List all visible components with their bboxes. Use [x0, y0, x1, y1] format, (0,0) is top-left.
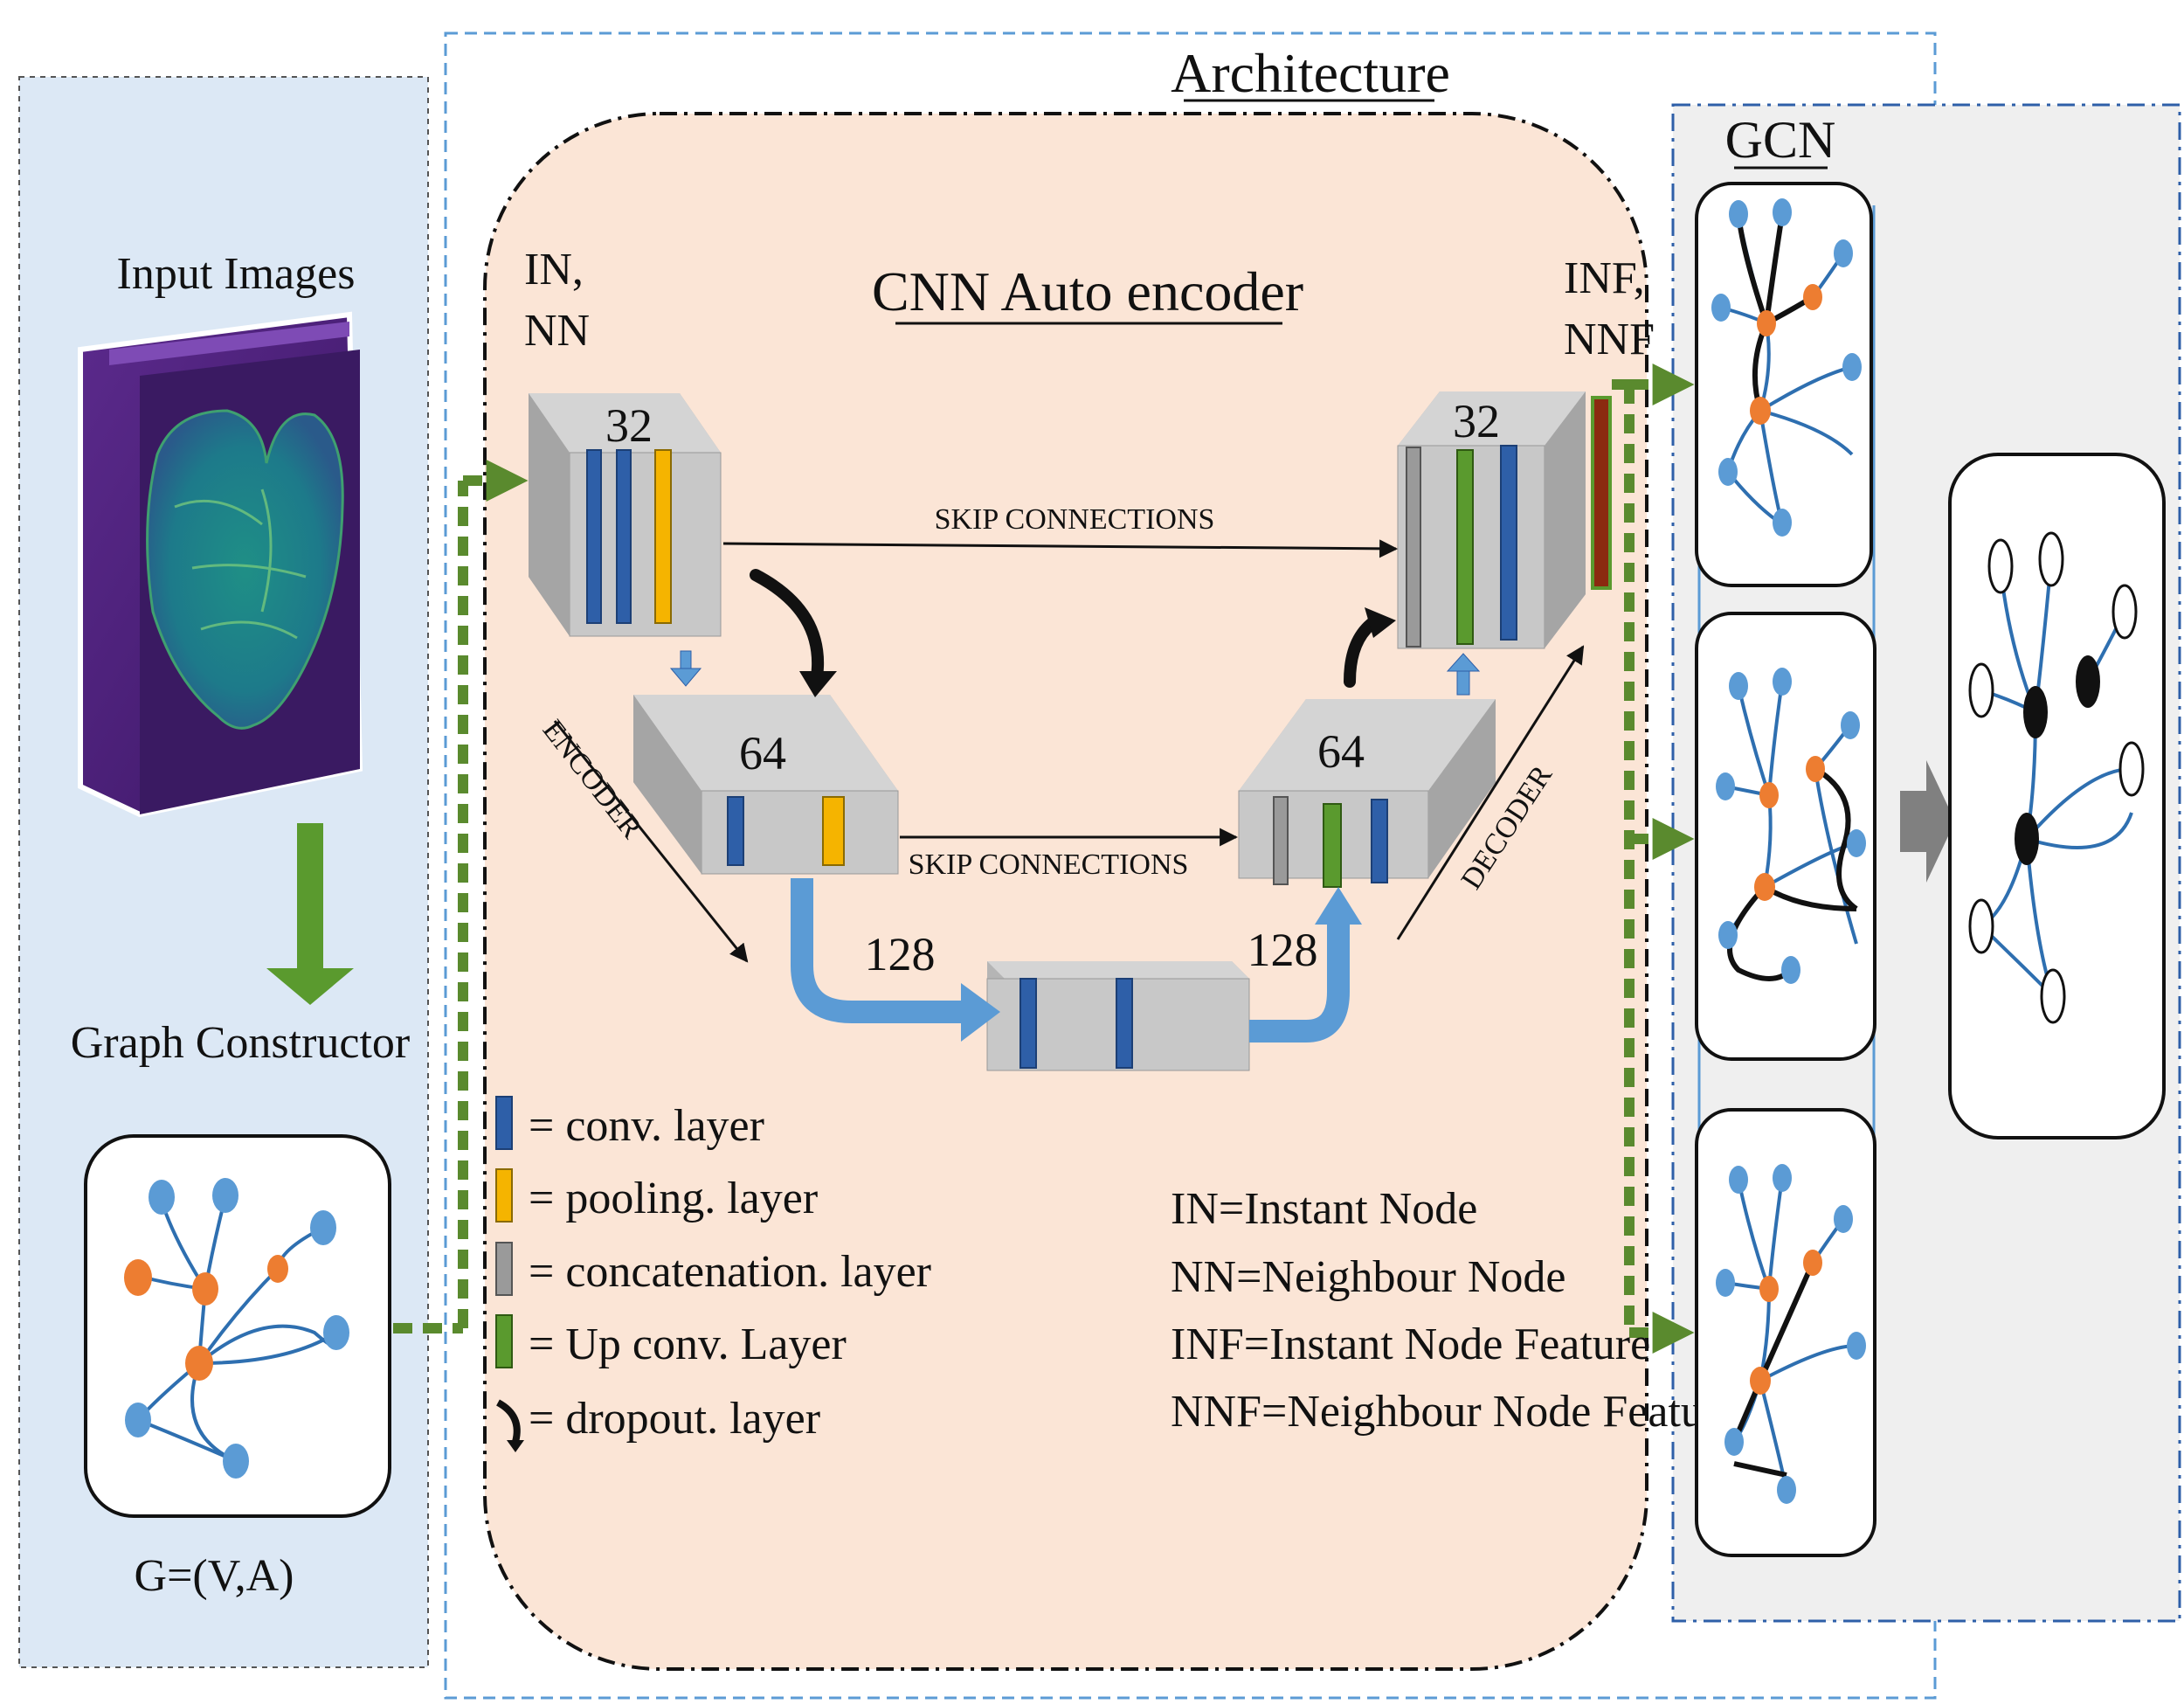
skip-connection-top-label: SKIP CONNECTIONS: [935, 503, 1215, 536]
conv-layer: [1116, 978, 1133, 1069]
graph-formula: G=(V,A): [135, 1551, 294, 1601]
bottleneck-size-right: 128: [1248, 924, 1318, 976]
brain-scan-image: [146, 409, 344, 730]
gcn-graph-3: [1695, 1108, 1876, 1557]
skip-connection-mid-label: SKIP CONNECTIONS: [909, 849, 1189, 881]
conv-layer: [727, 796, 744, 866]
decoder-block-32: 32: [1397, 391, 1612, 649]
pooling-layer: [654, 449, 672, 624]
abbr-nn: NN=Neighbour Node: [1171, 1252, 1565, 1302]
legend-pool-label: = pooling. layer: [529, 1174, 818, 1223]
legend-pool-swatch: [495, 1168, 513, 1223]
encoder-block-64: 64: [633, 695, 899, 875]
up-flow-arrow: [1249, 922, 1350, 1042]
upconv-layer: [1456, 449, 1474, 645]
skip-connection-top-arrow: [722, 539, 1399, 558]
abbr-in: IN=Instant Node: [1171, 1184, 1477, 1234]
down-flow-arrow: [791, 878, 965, 1023]
dropout-arrow-encoder: [750, 569, 825, 683]
encoder-block-32: 32: [529, 393, 722, 637]
gcn-title: GCN: [1725, 111, 1836, 169]
cnn-title: CNN Auto encoder: [872, 260, 1303, 322]
gcn-graph-1: [1695, 182, 1873, 587]
graph-node: [267, 1255, 288, 1283]
legend-conv-label: = conv. layer: [529, 1101, 764, 1151]
legend-concat-swatch: [495, 1242, 513, 1296]
encoder-arrow: [553, 720, 749, 963]
graph-node: [310, 1210, 336, 1245]
output-graph: [1948, 453, 2166, 1139]
input-images-title: Input Images: [117, 249, 356, 299]
bottleneck-block-128: [986, 961, 1250, 1071]
bottleneck-size-left: 128: [865, 928, 936, 980]
nnf-label: NNF: [1564, 315, 1655, 364]
legend-dropout-swatch: [495, 1399, 521, 1444]
in-label: IN,: [524, 245, 584, 294]
decoder-block-64: 64: [1238, 699, 1496, 888]
graph-node: [223, 1444, 249, 1479]
cnn-autoencoder-panel: [483, 112, 1648, 1671]
pooling-layer: [822, 796, 845, 866]
graph-node: [125, 1403, 151, 1437]
gcn-graph-2: [1695, 612, 1876, 1061]
graph-node: [185, 1346, 213, 1381]
input-graph-nodes: [124, 1178, 349, 1479]
dropout-arrowhead-decoder: [1365, 607, 1396, 638]
down-flow-arrowhead: [961, 983, 1000, 1042]
architecture-title: Architecture: [1171, 42, 1450, 104]
block1-size: 32: [605, 399, 653, 452]
legend: = conv. layer = pooling. layer = concate…: [495, 1096, 931, 1452]
legend-conv-swatch: [495, 1096, 513, 1150]
up-flow-arrowhead: [1315, 887, 1362, 925]
graph-node: [149, 1180, 175, 1215]
decoder-arrow: [1396, 645, 1585, 940]
legend-upconv-label: = Up conv. Layer: [529, 1320, 847, 1369]
up-arrow-small: [1446, 653, 1481, 696]
conv-layer: [1371, 799, 1388, 883]
dropout-arrowhead-encoder: [799, 671, 837, 697]
abbr-nnf: NNF=Neighbour Node Feature: [1171, 1387, 1738, 1437]
graph-node: [192, 1272, 218, 1306]
output-feature-layer: [1591, 396, 1612, 590]
legend-dropout-label: = dropout. layer: [529, 1394, 820, 1444]
legend-upconv-swatch: [495, 1314, 513, 1368]
output-arrow: [1900, 760, 1955, 883]
abbreviations: IN=Instant Node NN=Neighbour Node INF=In…: [1171, 1184, 1738, 1437]
legend-concat-label: = concatenation. layer: [529, 1247, 931, 1297]
concatenation-layer: [1406, 447, 1421, 648]
graph-node: [323, 1315, 349, 1350]
concatenation-layer: [1273, 796, 1289, 885]
conv-layer: [1019, 978, 1037, 1069]
pool-down-arrow-small: [669, 650, 702, 687]
abbr-inf: INF=Instant Node Feature: [1171, 1320, 1650, 1369]
graph-node: [212, 1178, 238, 1213]
upconv-layer: [1323, 803, 1342, 888]
conv-layer: [586, 449, 602, 624]
nn-label: NN: [524, 306, 590, 356]
conv-layer: [616, 449, 632, 624]
block5-size: 32: [1453, 395, 1500, 447]
block2-size: 64: [739, 727, 786, 779]
graph-constructor-label: Graph Constructor: [71, 1018, 410, 1068]
inf-label: INF,: [1564, 253, 1645, 303]
output-connector: [1612, 364, 1695, 1354]
input-connector: [393, 460, 529, 1333]
input-image-stack: [78, 311, 363, 818]
graph-node: [124, 1259, 152, 1296]
conv-layer: [1500, 445, 1517, 641]
block4-size: 64: [1317, 725, 1365, 778]
down-arrow: [266, 823, 354, 1005]
